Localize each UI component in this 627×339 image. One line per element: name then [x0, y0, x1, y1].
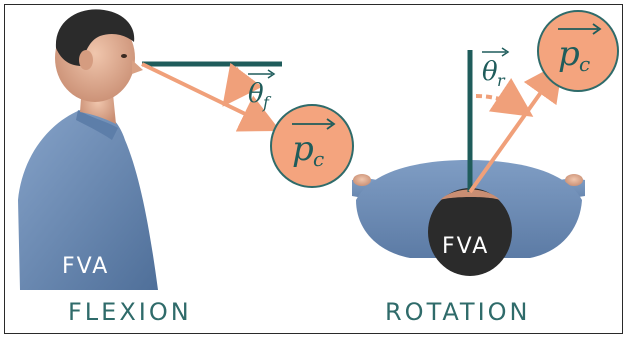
flexion-angle-label: θ f: [248, 69, 276, 112]
rotation-left-hand: [353, 174, 371, 186]
rotation-face: [440, 189, 500, 200]
rotation-target-p: p: [558, 34, 580, 74]
flexion-hair: [55, 9, 135, 66]
flexion-fva-label: FVA: [62, 254, 110, 279]
flexion-caption: FLEXION: [68, 298, 192, 326]
flexion-person: [18, 9, 158, 290]
flexion-theta: θ: [248, 79, 264, 109]
rotation-caption: ROTATION: [385, 298, 531, 326]
flexion-angle-arc: [222, 62, 263, 107]
rotation-angle-arc: [475, 78, 534, 117]
rotation-head: [428, 188, 512, 276]
rotation-fva-label: FVA: [442, 234, 490, 259]
flexion-shirt: [18, 107, 158, 290]
flexion-ear: [79, 50, 93, 70]
rotation-right-hand: [565, 174, 583, 186]
rotation-target-subscript: c: [579, 52, 590, 76]
rotation-theta: θ: [482, 57, 498, 87]
flexion-eye: [121, 54, 127, 58]
flexion-vector-arrow: [141, 62, 281, 132]
flexion-collar: [76, 110, 118, 140]
flexion-nose: [132, 60, 143, 74]
flexion-target-p: p: [292, 129, 314, 169]
flexion-target-subscript: c: [313, 147, 324, 171]
rotation-vector-arrow: [468, 60, 564, 194]
rotation-target-circle: p c: [537, 10, 619, 92]
rotation-person: [352, 160, 585, 276]
flexion-target-circle: p c: [270, 104, 354, 188]
flexion-theta-subscript: f: [262, 93, 272, 112]
rotation-angle-label: θ r: [482, 47, 510, 90]
rotation-theta-subscript: r: [497, 71, 506, 90]
